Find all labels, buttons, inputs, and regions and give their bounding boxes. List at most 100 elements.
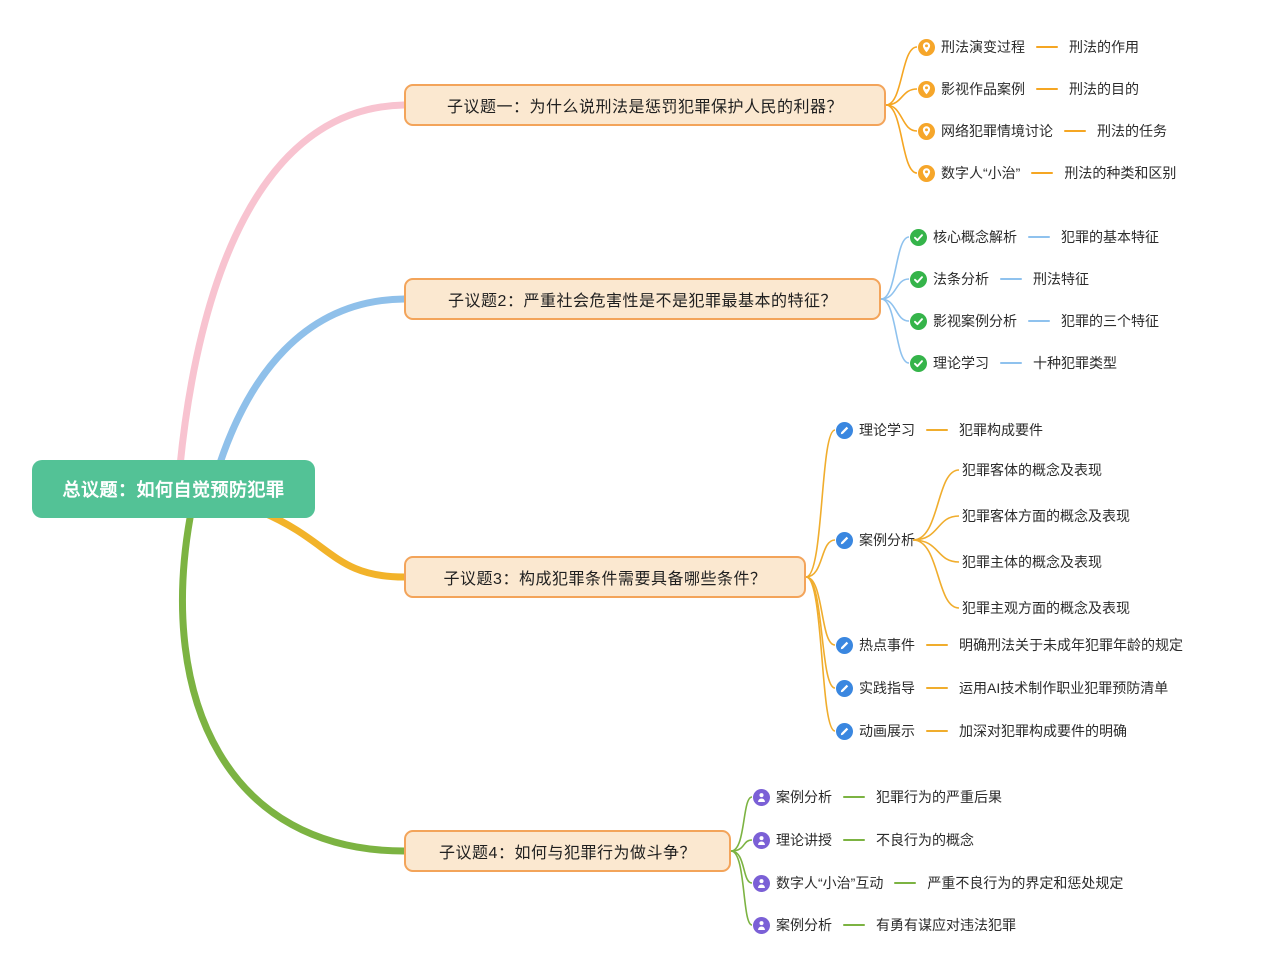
connector-dash	[1028, 236, 1050, 238]
leaf-label[interactable]: 犯罪主观方面的概念及表现	[962, 600, 1130, 616]
topic-node-3[interactable]: 子议题3：构成犯罪条件需要具备哪些条件？	[404, 556, 806, 598]
branch-topic-1	[176, 101, 408, 470]
topic-label: 子议题4：如何与犯罪行为做斗争？	[439, 845, 696, 862]
check-icon	[910, 313, 927, 330]
root-node[interactable]: 总议题：如何自觉预防犯罪	[32, 460, 315, 518]
leaf-label[interactable]: 十种犯罪类型	[1033, 355, 1117, 371]
leaf-label[interactable]: 刑法的任务	[1097, 123, 1167, 139]
connector-dash	[1036, 88, 1058, 90]
child-node: 法条分析 刑法特征	[910, 268, 1089, 290]
bracket-topic-3	[805, 429, 836, 732]
child-label[interactable]: 案例分析	[776, 789, 832, 805]
leaf-label[interactable]: 犯罪构成要件	[959, 422, 1043, 438]
child-label[interactable]: 影视案例分析	[933, 313, 1017, 329]
child-node: 影视案例分析 犯罪的三个特征	[910, 310, 1159, 332]
leaf-label[interactable]: 加深对犯罪构成要件的明确	[959, 723, 1127, 739]
bracket-topic-1	[885, 46, 918, 174]
pencil-icon	[836, 637, 853, 654]
person-icon	[753, 875, 770, 892]
child-label[interactable]: 实践指导	[859, 680, 915, 696]
person-icon	[753, 789, 770, 806]
child-node: 案例分析	[836, 529, 915, 551]
pencil-icon	[836, 723, 853, 740]
leaf-label[interactable]: 犯罪的基本特征	[1061, 229, 1159, 245]
person-icon	[753, 917, 770, 934]
connector-dash	[1036, 46, 1058, 48]
sub-leaf-node: 犯罪主体的概念及表现	[962, 551, 1102, 573]
child-label[interactable]: 理论学习	[933, 355, 989, 371]
child-label[interactable]: 理论学习	[859, 422, 915, 438]
connector-dash	[926, 730, 948, 732]
branch-topic-3	[258, 508, 408, 581]
check-icon	[910, 271, 927, 288]
child-label[interactable]: 数字人“小治”	[941, 165, 1021, 181]
child-label[interactable]: 案例分析	[776, 917, 832, 933]
bracket-topic-2	[880, 236, 910, 364]
leaf-label[interactable]: 刑法的目的	[1069, 81, 1139, 97]
topic-node-2[interactable]: 子议题2：严重社会危害性是不是犯罪最基本的特征？	[404, 278, 881, 320]
topic-label: 子议题一：为什么说刑法是惩罚犯罪保护人民的利器？	[446, 99, 843, 116]
child-node: 案例分析 有勇有谋应对违法犯罪	[753, 914, 1016, 936]
child-node: 影视作品案例 刑法的目的	[918, 78, 1139, 100]
child-node: 理论讲授 不良行为的概念	[753, 829, 974, 851]
leaf-label[interactable]: 明确刑法关于未成年犯罪年龄的规定	[959, 637, 1183, 653]
leaf-label[interactable]: 有勇有谋应对违法犯罪	[876, 917, 1016, 933]
child-label[interactable]: 法条分析	[933, 271, 989, 287]
leaf-label[interactable]: 犯罪行为的严重后果	[876, 789, 1002, 805]
topic-node-4[interactable]: 子议题4：如何与犯罪行为做斗争？	[404, 830, 731, 872]
leaf-label[interactable]: 犯罪主体的概念及表现	[962, 554, 1102, 570]
bracket-topic-4	[730, 796, 753, 926]
child-node: 刑法演变过程 刑法的作用	[918, 36, 1139, 58]
child-label[interactable]: 刑法演变过程	[941, 39, 1025, 55]
child-label[interactable]: 动画展示	[859, 723, 915, 739]
child-node: 数字人“小治” 刑法的种类和区别	[918, 162, 1176, 184]
leaf-label[interactable]: 刑法特征	[1033, 271, 1089, 287]
child-label[interactable]: 核心概念解析	[933, 229, 1017, 245]
leaf-label[interactable]: 犯罪客体方面的概念及表现	[962, 508, 1130, 524]
connector-dash	[926, 687, 948, 689]
child-node: 数字人“小治”互动 严重不良行为的界定和惩处规定	[753, 872, 1123, 894]
topic-label: 子议题2：严重社会危害性是不是犯罪最基本的特征？	[448, 293, 837, 310]
person-icon	[753, 832, 770, 849]
child-node: 热点事件 明确刑法关于未成年犯罪年龄的规定	[836, 634, 1183, 656]
child-label[interactable]: 数字人“小治”互动	[776, 875, 884, 891]
leaf-label[interactable]: 犯罪的三个特征	[1061, 313, 1159, 329]
connector-dash	[1031, 172, 1054, 174]
sub-leaf-node: 犯罪客体方面的概念及表现	[962, 505, 1130, 527]
connector-dash	[926, 429, 948, 431]
branch-topic-4	[179, 514, 408, 855]
leaf-label[interactable]: 运用AI技术制作职业犯罪预防清单	[959, 680, 1169, 696]
topic-node-1[interactable]: 子议题一：为什么说刑法是惩罚犯罪保护人民的利器？	[404, 84, 886, 126]
branch-topic-2	[216, 295, 408, 467]
child-label[interactable]: 理论讲授	[776, 832, 832, 848]
connector-dash	[1000, 278, 1022, 280]
child-node: 网络犯罪情境讨论 刑法的任务	[918, 120, 1167, 142]
connector-dash	[1064, 130, 1086, 132]
connector-dash	[1000, 362, 1022, 364]
connector-dash	[894, 882, 917, 884]
child-label[interactable]: 网络犯罪情境讨论	[941, 123, 1053, 139]
pin-icon	[918, 123, 935, 140]
connector-dash	[843, 924, 865, 926]
child-node: 核心概念解析 犯罪的基本特征	[910, 226, 1159, 248]
check-icon	[910, 355, 927, 372]
connector-dash	[843, 796, 865, 798]
child-label[interactable]: 影视作品案例	[941, 81, 1025, 97]
child-node: 案例分析 犯罪行为的严重后果	[753, 786, 1002, 808]
leaf-label[interactable]: 严重不良行为的界定和惩处规定	[927, 875, 1124, 891]
child-node: 动画展示 加深对犯罪构成要件的明确	[836, 720, 1127, 742]
pin-icon	[918, 81, 935, 98]
leaf-label[interactable]: 刑法的作用	[1069, 39, 1139, 55]
leaf-label[interactable]: 不良行为的概念	[876, 832, 974, 848]
child-label[interactable]: 案例分析	[859, 532, 915, 548]
check-icon	[910, 229, 927, 246]
leaf-label[interactable]: 犯罪客体的概念及表现	[962, 462, 1102, 478]
connector-dash	[843, 839, 865, 841]
child-label[interactable]: 热点事件	[859, 637, 915, 653]
pin-icon	[918, 165, 935, 182]
child-node: 理论学习 犯罪构成要件	[836, 419, 1043, 441]
leaf-label[interactable]: 刑法的种类和区别	[1064, 165, 1177, 181]
pencil-icon	[836, 422, 853, 439]
pencil-icon	[836, 680, 853, 697]
